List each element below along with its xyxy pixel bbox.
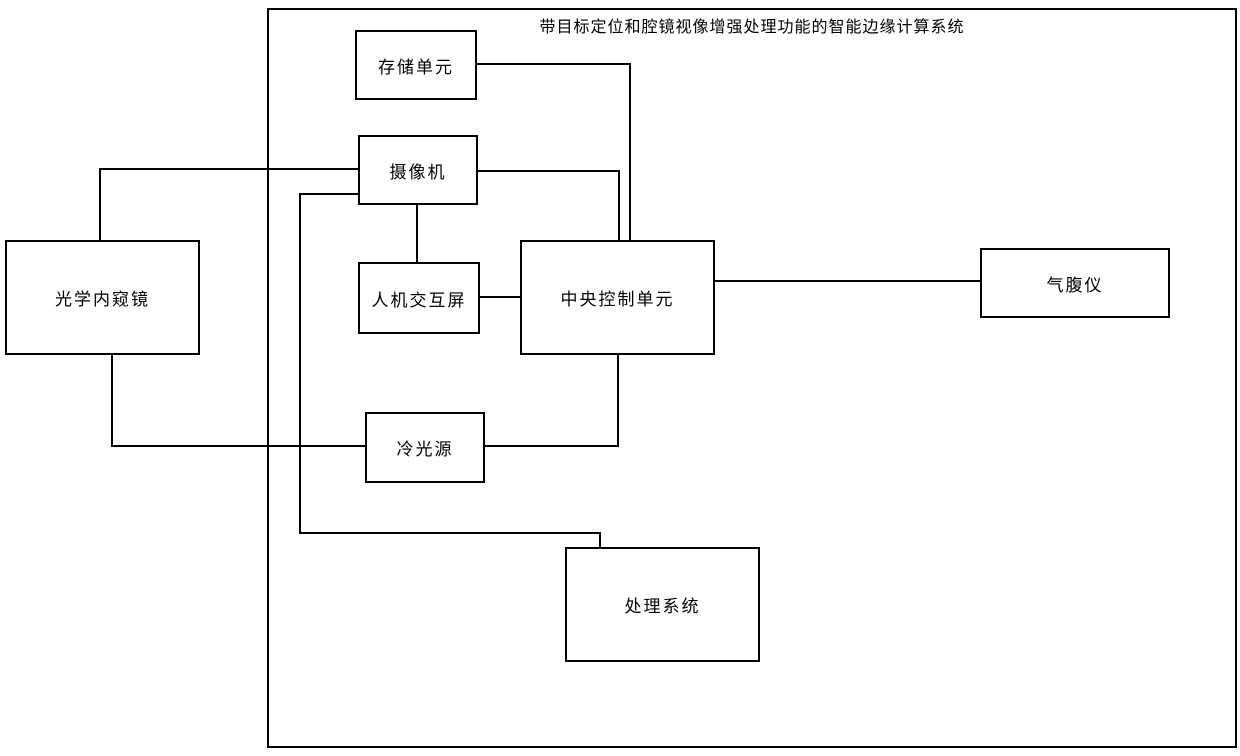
connector-coldlight-central-v: [617, 354, 619, 447]
system-boundary-rect: [267, 8, 1237, 748]
connector-camera-processing-h2: [299, 532, 601, 534]
connector-endoscope-camera-v: [99, 168, 101, 242]
connector-camera-processing-v1: [299, 193, 301, 534]
connector-storage-central-v: [629, 63, 631, 242]
connector-endoscope-coldlight-h: [111, 445, 367, 447]
connector-hmi-central-h: [479, 296, 522, 298]
connector-camera-hmi-v: [416, 203, 418, 264]
connector-camera-central-h: [477, 170, 620, 172]
node-optical-endoscope: 光学内窥镜: [5, 240, 200, 355]
diagram-title: 带目标定位和腔镜视像增强处理功能的智能边缘计算系统: [539, 19, 965, 36]
connector-endoscope-camera-h: [99, 168, 359, 170]
node-storage-unit: 存储单元: [355, 30, 477, 100]
node-central-control-unit: 中央控制单元: [520, 240, 715, 355]
node-cold-light-source: 冷光源: [365, 412, 485, 483]
connector-coldlight-central-h: [484, 445, 619, 447]
node-camera: 摄像机: [358, 135, 478, 205]
node-hmi-screen: 人机交互屏: [358, 262, 480, 334]
connector-camera-processing-h1: [299, 193, 360, 195]
connector-endoscope-coldlight-v: [111, 354, 113, 447]
node-processing-system: 处理系统: [565, 547, 760, 662]
connector-central-insufflator-h: [714, 280, 982, 282]
connector-camera-processing-v2: [599, 532, 601, 549]
connector-storage-central-h: [476, 63, 631, 65]
connector-camera-central-v: [618, 170, 620, 242]
node-insufflator: 气腹仪: [980, 248, 1170, 318]
